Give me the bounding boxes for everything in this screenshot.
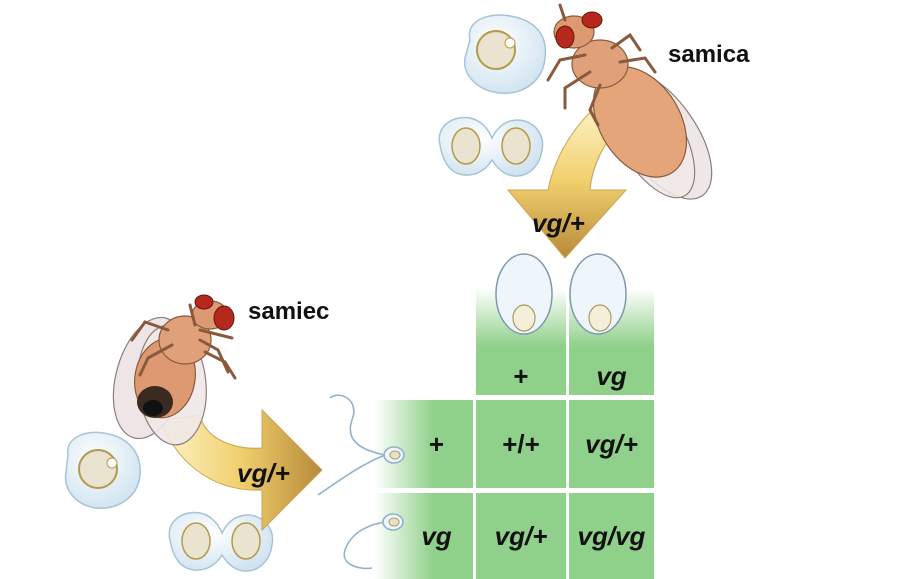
offspring-cell: vg/+	[494, 521, 548, 551]
sperm-allele-header: vg	[421, 521, 452, 551]
sperm-icon	[317, 394, 405, 496]
dividing-cell-icon	[168, 511, 274, 572]
sperm-icon	[343, 513, 404, 570]
male-label: samiec	[248, 298, 330, 325]
sperm-allele-header: +	[428, 429, 445, 459]
offspring-cell: vg/+	[585, 429, 638, 459]
inheritance-arrow-icon	[159, 408, 323, 532]
dividing-cell-icon	[438, 116, 544, 177]
cell-icon	[64, 431, 141, 509]
female-genotype-label: vg/+	[532, 208, 585, 238]
egg-allele-header: +	[513, 361, 529, 391]
male-fly-icon	[112, 294, 237, 446]
egg-allele-header: vg	[596, 361, 627, 391]
offspring-cell: vg/vg	[577, 521, 646, 551]
male-genotype-label: vg/+	[237, 458, 290, 488]
egg-icon	[569, 253, 627, 335]
cell-icon	[463, 14, 547, 94]
female-fly-icon	[546, 3, 713, 200]
offspring-cell: +/+	[502, 429, 540, 459]
punnett-grid-background	[375, 288, 654, 579]
female-label: samica	[668, 41, 750, 68]
egg-icon	[495, 253, 553, 335]
